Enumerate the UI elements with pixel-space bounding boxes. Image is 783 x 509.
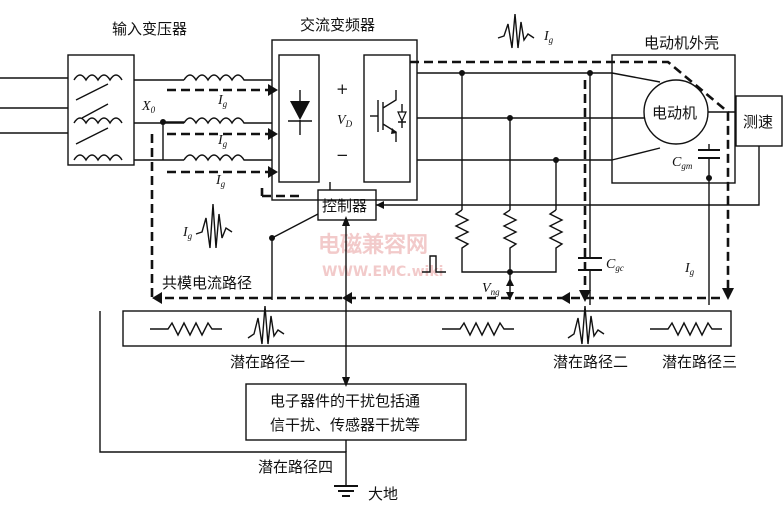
vd-label: VD: [337, 113, 353, 129]
igbt-icon: [370, 90, 407, 142]
watermark-line2: WWW.EMC.wiki: [322, 264, 443, 280]
winding-diagonals: [75, 83, 109, 145]
ig-label-top: Ig: [543, 29, 554, 45]
vng-label: Vng: [482, 281, 500, 297]
motor-assembly: 电动机外壳 电动机 测速 Cgm: [611, 34, 783, 305]
motor-housing: [611, 54, 736, 184]
watermark: 电磁兼容网 WWW.EMC.wiki: [318, 232, 443, 280]
common-mode-path: 共模电流路径 Ig: [150, 60, 734, 304]
dc-plus-label: +: [336, 80, 349, 98]
coil-3: [73, 154, 123, 162]
earth-ground-icon: [334, 485, 358, 497]
ground-impedance-strip: [122, 310, 732, 347]
cm-dash-outbound: [410, 60, 730, 290]
cm-dash-inner: [260, 188, 304, 198]
input-lines: X0 Ig Ig Ig: [141, 74, 272, 189]
cgc-label: Cgc: [606, 257, 624, 273]
ig-waveform-top-icon: [497, 13, 535, 49]
tach-feedback-arrow: [376, 201, 384, 209]
input-transformer: 输入变压器: [0, 20, 187, 166]
tachometer-wires: [700, 111, 760, 206]
ig-label-motor: Ig: [684, 261, 695, 277]
ig-waveform-left-icon: [195, 203, 233, 249]
ground-waveform-1-icon: [247, 305, 285, 345]
primary-lines: [0, 77, 68, 134]
line-inductor-3: [183, 154, 272, 162]
path-2-label: 潜在路径二: [553, 353, 628, 371]
coil-1: [73, 74, 123, 82]
ac-inverter: 交流变频器 + VD − 控制器: [269, 16, 700, 300]
output-lines: [417, 72, 612, 161]
path-1-label: 潜在路径一: [230, 353, 305, 371]
motor-terminal-leads: [611, 72, 661, 161]
line-inductor-2: [183, 117, 272, 125]
dc-minus-label: −: [336, 146, 349, 164]
ground-waveform-2-icon: [567, 305, 605, 345]
rectifier-diode-icon: [290, 101, 310, 120]
input-transformer-label: 输入变压器: [112, 20, 187, 38]
interference-box: [245, 383, 467, 441]
resistor-3: [510, 209, 564, 273]
interference-section: 电子器件的干扰包括通 信干扰、传感器干扰等 潜在路径四 大地: [99, 216, 467, 503]
cgm-capacitor-icon: [698, 149, 720, 159]
motor-label: 电动机: [652, 104, 697, 122]
path-4-wire: [99, 311, 347, 486]
interference-text-line2: 信干扰、传感器干扰等: [270, 416, 420, 434]
ig-label-line1: Ig: [217, 93, 228, 109]
cgc-capacitor-icon: [578, 257, 602, 271]
x0-label: X0: [141, 99, 156, 115]
ig-label-line3: Ig: [215, 173, 226, 189]
rectifier-block: [278, 54, 320, 183]
output-bus: Vng Cgc: [417, 70, 624, 305]
x0-wires: [162, 121, 184, 160]
ground-resistor-1: [150, 321, 222, 337]
rectifier-diode-leads: [288, 90, 312, 135]
pulse-waveform-icon: [422, 255, 446, 273]
interference-text-line1: 电子器件的干扰包括通: [270, 392, 420, 410]
watermark-line1: 电磁兼容网: [318, 232, 428, 258]
tachometer-label: 测速: [743, 113, 773, 131]
ground-plane: 潜在路径一 潜在路径二 潜在路径三: [122, 305, 737, 371]
motor-housing-label: 电动机外壳: [644, 34, 719, 52]
resistor-2: [502, 209, 518, 272]
inverter-enclosure: [271, 39, 418, 201]
earth-label: 大地: [368, 485, 398, 503]
coil-2: [73, 117, 123, 125]
ig-label-left: Ig: [182, 225, 193, 241]
controller-label: 控制器: [322, 197, 367, 215]
ground-resistor-3: [650, 321, 722, 337]
transformer-box: [67, 54, 135, 166]
cgm-label: Cgm: [672, 155, 693, 171]
line-inductor-1: [183, 74, 272, 82]
filter-drops: [461, 73, 557, 210]
path-3-label: 潜在路径三: [662, 353, 737, 371]
path-4-label: 潜在路径四: [258, 458, 333, 476]
common-mode-path-label: 共模电流路径: [162, 274, 252, 292]
resistor-1: [454, 209, 510, 273]
secondary-leads: [134, 79, 184, 161]
inverter-block: [363, 54, 411, 183]
ac-inverter-label: 交流变频器: [300, 16, 375, 34]
ig-label-line2: Ig: [217, 133, 228, 149]
ground-resistor-2: [442, 321, 514, 337]
controller-wires: [271, 182, 331, 239]
ig-waveforms: Ig Ig: [182, 13, 554, 249]
